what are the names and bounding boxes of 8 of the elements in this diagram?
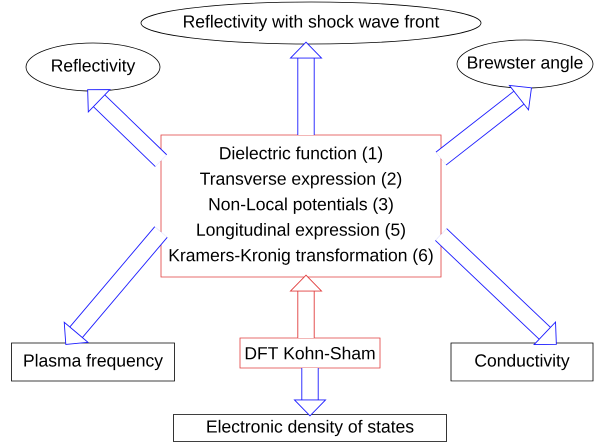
process-box: Plasma frequency bbox=[11, 342, 175, 382]
process-box: Conductivity bbox=[450, 342, 594, 382]
process-box: DFT Kohn-Sham bbox=[240, 338, 380, 368]
process-box: Electronic density of states bbox=[173, 414, 447, 442]
process-box: Dielectric function (1) Transverse expression (2) Non-Local potentials (3) Longitudinal expression (5) Kramers-Kronig transformation (6) bbox=[160, 134, 442, 278]
block-arrow bbox=[64, 226, 168, 345]
block-arrow bbox=[87, 89, 168, 167]
block-arrow bbox=[436, 84, 532, 166]
